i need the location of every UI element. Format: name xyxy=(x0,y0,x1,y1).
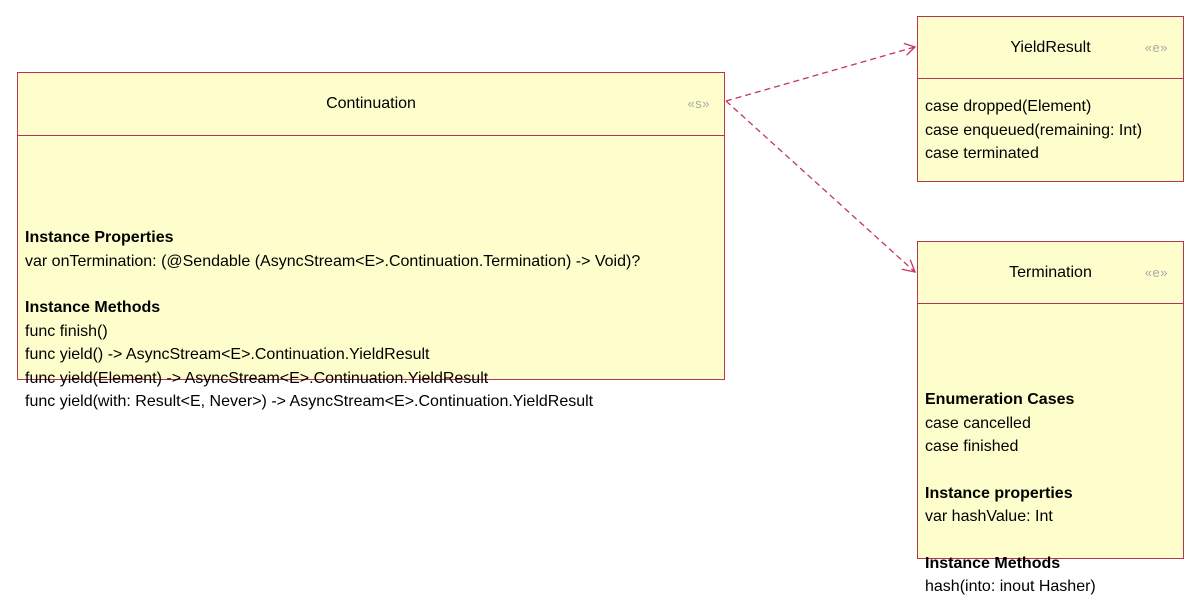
enum-stereotype-icon: «e» xyxy=(1144,265,1168,280)
termination-class-box[interactable]: Termination «e» Enumeration Cases case c… xyxy=(917,241,1184,595)
termination-header: Termination «e» xyxy=(918,242,1183,304)
continuation-class-box[interactable]: Continuation «s» Instance Properties var… xyxy=(17,72,725,410)
section-title: Instance properties xyxy=(925,484,1073,502)
continuation-header: Continuation «s» xyxy=(18,73,724,136)
yieldresult-body: case dropped(Element) case enqueued(rema… xyxy=(918,79,1183,166)
dashed-line-continuation-to-termination xyxy=(725,100,916,273)
termination-section-enumeration-cases: Enumeration Cases case cancelled case fi… xyxy=(925,388,1176,459)
member-case-finished: case finished xyxy=(925,438,1019,455)
member-case-enqueued: case enqueued(remaining: Int) xyxy=(925,121,1143,139)
section-gap xyxy=(925,459,1176,482)
member-case-dropped: case dropped(Element) xyxy=(925,98,1092,115)
termination-section-instance-methods: Instance Methods hash(into: inout Hasher… xyxy=(925,552,1176,599)
termination-section-instance-properties: Instance properties var hashValue: Int xyxy=(925,482,1176,529)
arrow-continuation-to-yieldresult xyxy=(725,42,917,102)
member-finish: func finish() xyxy=(25,322,108,340)
continuation-title: Continuation xyxy=(326,95,416,112)
yieldresult-title: YieldResult xyxy=(1010,39,1091,56)
section-title: Instance Properties xyxy=(25,229,174,246)
member-hash-value: var hashValue: Int xyxy=(925,508,1053,525)
member-case-cancelled: case cancelled xyxy=(925,414,1031,432)
termination-body: Enumeration Cases case cancelled case fi… xyxy=(918,304,1183,599)
section-title: Instance Methods xyxy=(25,299,161,316)
member-hash-into: hash(into: inout Hasher) xyxy=(925,578,1096,595)
yieldresult-class-box[interactable]: YieldResult «e» case dropped(Element) ca… xyxy=(917,16,1184,182)
yieldresult-header: YieldResult «e» xyxy=(918,17,1183,79)
member-yield-with-result: func yield(with: Result<E, Never>) -> As… xyxy=(25,393,594,410)
enum-stereotype-icon: «e» xyxy=(1144,40,1168,55)
termination-title: Termination xyxy=(1009,264,1092,281)
arrowhead-yieldresult xyxy=(903,42,917,56)
arrowhead-termination xyxy=(901,259,917,273)
section-gap xyxy=(25,273,717,296)
member-yield-element: func yield(Element) -> AsyncStream<E>.Co… xyxy=(25,369,489,387)
dashed-line-continuation-to-yieldresult xyxy=(725,46,916,102)
arrow-continuation-to-termination xyxy=(725,100,917,273)
struct-stereotype-icon: «s» xyxy=(687,96,710,111)
member-on-termination: var onTermination: (@Sendable (AsyncStre… xyxy=(25,252,641,270)
section-title: Enumeration Cases xyxy=(925,391,1075,408)
member-case-terminated: case terminated xyxy=(925,145,1039,162)
section-title: Instance Methods xyxy=(925,554,1061,572)
continuation-section-instance-properties: Instance Properties var onTermination: (… xyxy=(25,226,717,273)
continuation-section-instance-methods: Instance Methods func finish() func yiel… xyxy=(25,296,717,414)
section-gap xyxy=(925,529,1176,552)
continuation-body: Instance Properties var onTermination: (… xyxy=(18,136,724,414)
member-yield: func yield() -> AsyncStream<E>.Continuat… xyxy=(25,346,430,363)
